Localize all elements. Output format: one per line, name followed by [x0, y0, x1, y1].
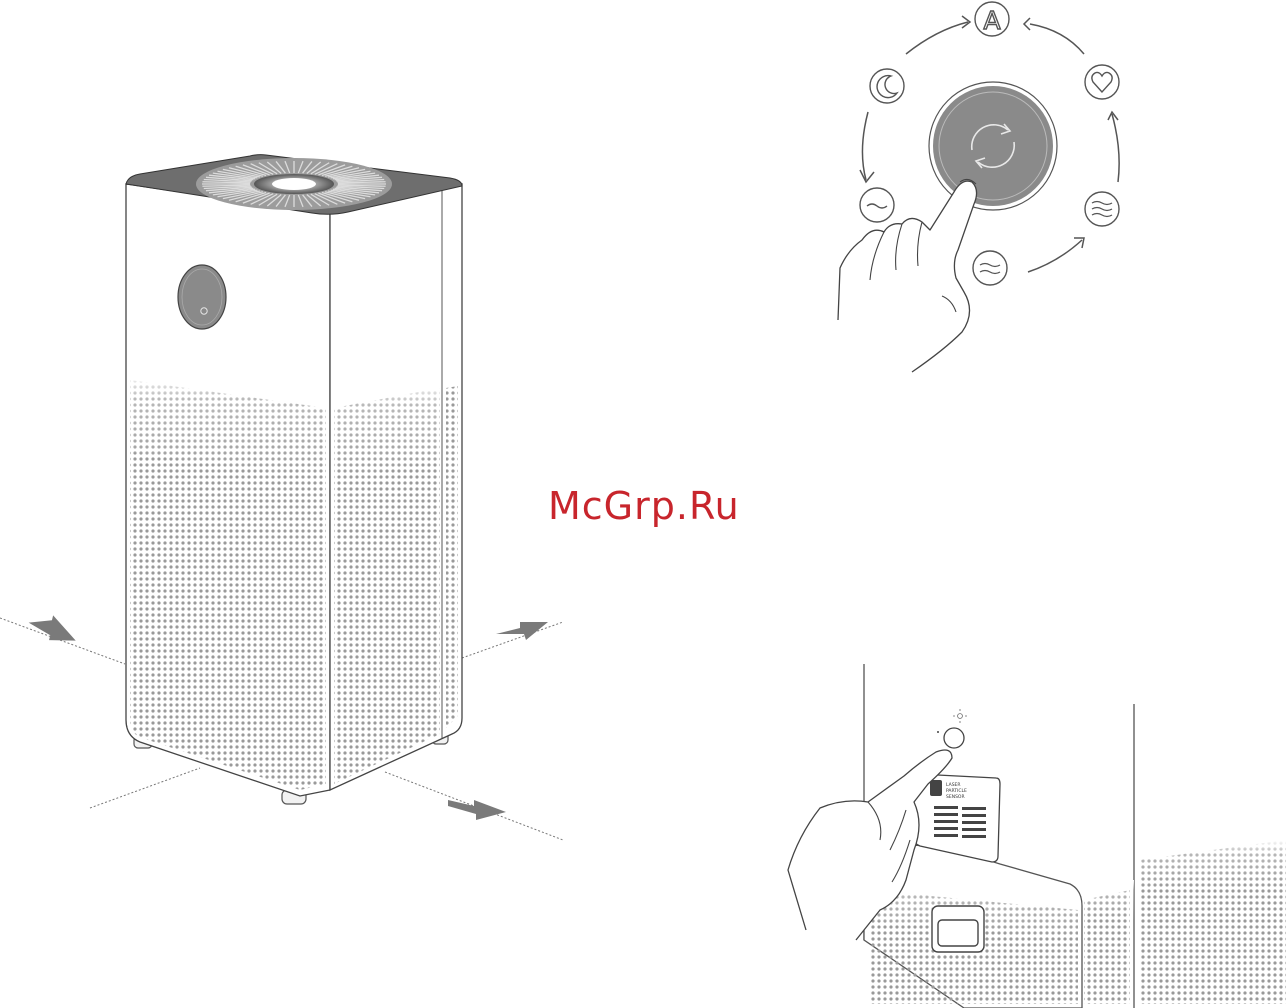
- favorite-heart-icon: [1085, 65, 1119, 99]
- vent-slit: [934, 834, 958, 837]
- pressing-hand: [838, 181, 977, 372]
- vent-slit: [934, 813, 958, 816]
- air-purifier: [0, 155, 563, 840]
- purifier-display: [178, 265, 226, 329]
- watermark-text: McGrp.Ru: [548, 484, 740, 528]
- reset-button: [944, 728, 964, 748]
- svg-text:PARTICLE: PARTICLE: [946, 788, 967, 794]
- level-medium-icon: [973, 251, 1007, 285]
- vent-slit: [962, 835, 986, 838]
- purifier-grille-side: [446, 386, 458, 728]
- svg-text:LASER: LASER: [946, 782, 961, 788]
- level-high-icon: [1085, 192, 1119, 226]
- vent-slit: [934, 806, 958, 809]
- handle-slot: [932, 906, 984, 952]
- svg-text:SENSOR: SENSOR: [946, 794, 965, 800]
- mode-dial-diagram: A: [838, 2, 1119, 372]
- vent-slit: [962, 821, 986, 824]
- light-sun-icon: [953, 709, 967, 723]
- vent-slit: [962, 807, 986, 810]
- mode-button: [929, 82, 1057, 210]
- vent-slit: [934, 820, 958, 823]
- vent-slit: [962, 814, 986, 817]
- auto-icon: A: [975, 2, 1009, 36]
- sensor-diagram: LASER PARTICLE SENSOR: [788, 664, 1286, 1008]
- svg-text:A: A: [983, 6, 1000, 35]
- level-low-icon: [860, 188, 894, 222]
- vent-slit: [934, 827, 958, 830]
- vent-slit: [962, 828, 986, 831]
- night-moon-icon: [870, 69, 904, 103]
